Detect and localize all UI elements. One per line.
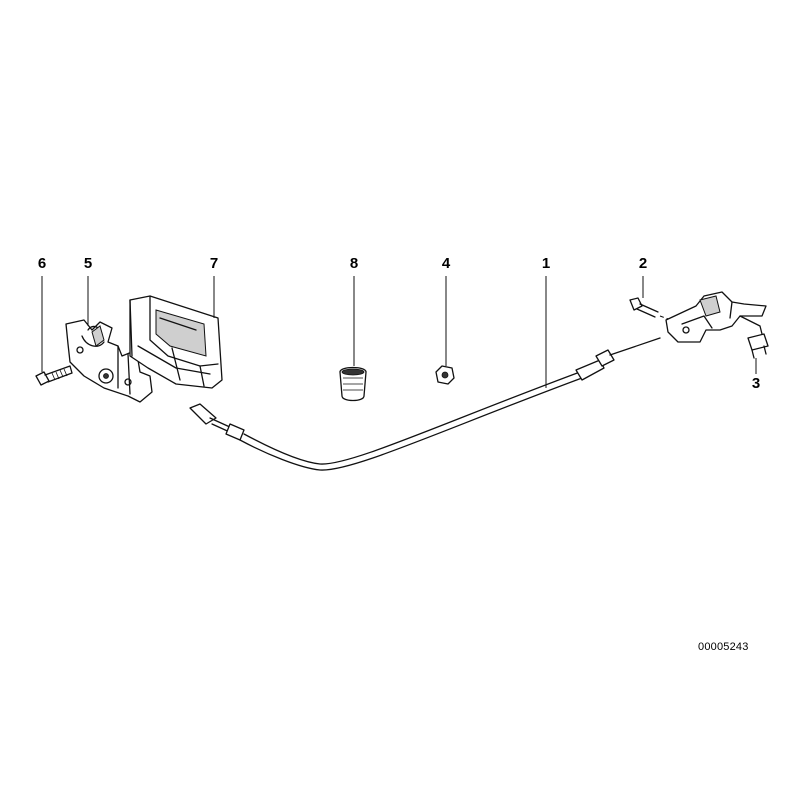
callout-1: 1 <box>541 255 551 272</box>
callout-3: 3 <box>751 375 761 392</box>
callout-5: 5 <box>83 255 93 272</box>
part-8-grommet <box>339 276 367 402</box>
release-lever-bracket <box>665 291 767 343</box>
callout-4: 4 <box>441 255 451 272</box>
part-6-bolt <box>35 276 73 386</box>
drawing-number: 00005243 <box>698 641 749 653</box>
part-1-cable <box>189 276 661 471</box>
callout-7: 7 <box>209 255 219 272</box>
part-5-lock <box>65 276 153 403</box>
callout-8: 8 <box>349 255 359 272</box>
part-7-cover <box>129 276 223 389</box>
callout-2: 2 <box>638 255 648 272</box>
part-4-nut <box>435 276 455 385</box>
callout-6: 6 <box>37 255 47 272</box>
part-3-clip <box>747 333 769 374</box>
